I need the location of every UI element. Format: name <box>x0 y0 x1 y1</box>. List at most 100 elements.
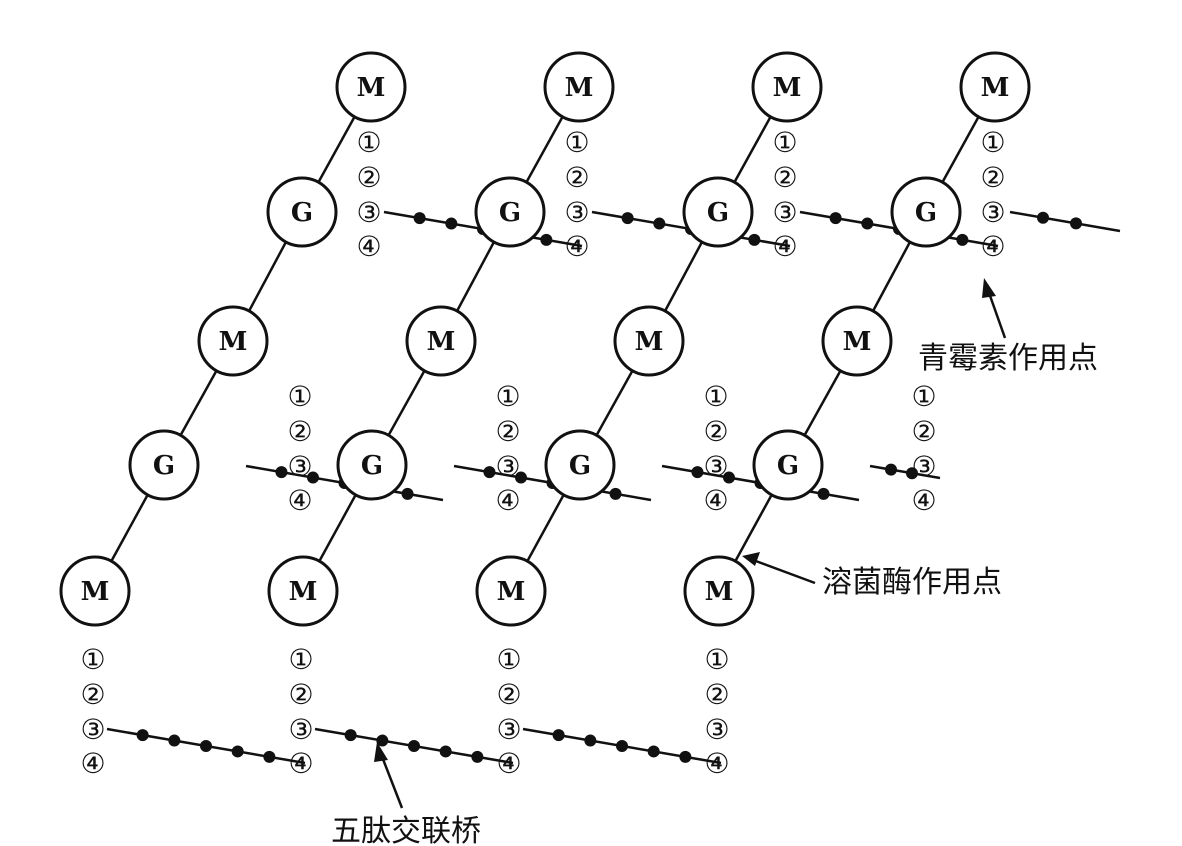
peptide-residue-label: ④ <box>704 747 729 780</box>
glycine-residue <box>376 734 389 747</box>
peptide-residue-label: ① <box>980 126 1005 159</box>
peptide-residue-label: ① <box>288 643 313 676</box>
murnac-circle <box>959 51 1031 123</box>
glycine-residue <box>956 233 969 246</box>
murnac-node: M <box>197 305 269 377</box>
glcnac-label: G <box>361 451 383 481</box>
peptide-residue-label: ② <box>703 415 728 448</box>
glcnac-circle <box>128 429 200 501</box>
glcnac-label: G <box>499 198 521 228</box>
peptide-residue-label: ② <box>564 161 589 194</box>
murnac-label: M <box>357 73 386 103</box>
peptide-residue-label: ① <box>287 380 312 413</box>
murnac-node: M <box>751 51 823 123</box>
peptide-residue-label: ③ <box>704 713 729 746</box>
peptide-residue-label: ④ <box>80 747 105 780</box>
glcnac-label: G <box>153 451 175 481</box>
murnac-label: M <box>81 577 110 607</box>
glycine-residue <box>861 217 874 230</box>
murnac-circle <box>335 51 407 123</box>
murnac-circle <box>821 305 893 377</box>
glcnac-node: G <box>544 429 616 501</box>
murnac-circle <box>683 555 755 627</box>
glcnac-circle <box>890 176 962 248</box>
pentapeptide-arrow <box>379 753 404 809</box>
glycine-residue <box>722 471 735 484</box>
murnac-node: M <box>59 555 131 627</box>
peptide-residue-label: ① <box>772 126 797 159</box>
glycine-residue <box>263 750 276 763</box>
peptide-residue-label: ③ <box>288 713 313 746</box>
murnac-circle <box>543 51 615 123</box>
glycine-residue <box>200 740 212 752</box>
murnac-label: M <box>635 327 664 357</box>
lysozyme-site-label: 溶菌酶作用点 <box>822 565 1002 600</box>
glycine-residue <box>609 487 622 500</box>
murnac-label: M <box>289 577 318 607</box>
glycine-residue <box>679 750 692 763</box>
murnac-node: M <box>959 51 1031 123</box>
peptide-residue-label: ① <box>80 643 105 676</box>
peptide-residue-label: ① <box>703 380 728 413</box>
murnac-label: M <box>497 577 526 607</box>
glcnac-node: G <box>890 176 962 248</box>
murnac-node: M <box>613 305 685 377</box>
glycine-residue <box>445 217 458 230</box>
glycine-residue <box>691 466 704 479</box>
peptide-residue-label: ② <box>80 678 105 711</box>
glycine-residue <box>829 212 842 225</box>
glycine-residue <box>653 217 666 230</box>
peptide-residue-label: ② <box>287 415 312 448</box>
glycine-residue <box>168 734 181 747</box>
glcnac-label: G <box>707 198 729 228</box>
glycine-residue <box>885 463 897 476</box>
peptide-residue-label: ② <box>980 161 1005 194</box>
peptide-label-layer: ①②③④①②③④①②③④①②③④①②③④①②③④①②③④①②③④①②③④①②③④… <box>80 126 1005 780</box>
peptide-residue-label: ② <box>704 678 729 711</box>
annotation-pentapeptide: 五肽交联桥 <box>331 742 481 846</box>
glycine-residue <box>136 729 149 742</box>
glycine-residue <box>1037 211 1049 224</box>
glycine-residue <box>647 745 660 758</box>
glycine-residue <box>231 745 244 758</box>
glcnac-node: G <box>682 176 754 248</box>
murnac-circle <box>267 555 339 627</box>
glycine-residue <box>471 750 484 763</box>
peptide-residue-label: ② <box>495 415 520 448</box>
murnac-circle <box>59 555 131 627</box>
crossbridge-line <box>1009 210 1121 233</box>
glcnac-label: G <box>291 198 313 228</box>
peptide-residue-label: ③ <box>703 450 728 483</box>
glycine-residue <box>748 233 761 246</box>
peptide-residue-label: ① <box>495 380 520 413</box>
glycine-residue <box>584 734 597 747</box>
peptide-residue-label: ④ <box>703 484 728 517</box>
glcnac-circle <box>544 429 616 501</box>
peptide-residue-label: ④ <box>980 230 1005 263</box>
lysozyme-arrow-head-icon <box>742 552 760 566</box>
glcnac-circle <box>336 429 408 501</box>
murnac-circle <box>197 305 269 377</box>
peptide-residue-label: ④ <box>356 230 381 263</box>
peptide-residue-label: ④ <box>496 747 521 780</box>
murnac-label: M <box>427 327 456 357</box>
peptide-residue-label: ④ <box>772 230 797 263</box>
peptide-residue-label: ④ <box>287 484 312 517</box>
peptide-residue-label: ① <box>911 380 936 413</box>
glycine-residue <box>906 467 918 480</box>
peptide-residue-label: ④ <box>911 484 936 517</box>
glycine-residue <box>1070 217 1082 230</box>
glycine-residue <box>621 212 634 225</box>
peptide-residue-label: ② <box>772 161 797 194</box>
glcnac-node: G <box>128 429 200 501</box>
glycine-residue <box>552 729 565 742</box>
murnac-node: M <box>543 51 615 123</box>
peptide-residue-label: ③ <box>80 713 105 746</box>
murnac-label: M <box>219 327 248 357</box>
pentapeptide-arrow-head-icon <box>374 742 388 762</box>
peptide-residue-label: ② <box>356 161 381 194</box>
peptide-residue-label: ② <box>288 678 313 711</box>
peptide-residue-label: ③ <box>495 450 520 483</box>
